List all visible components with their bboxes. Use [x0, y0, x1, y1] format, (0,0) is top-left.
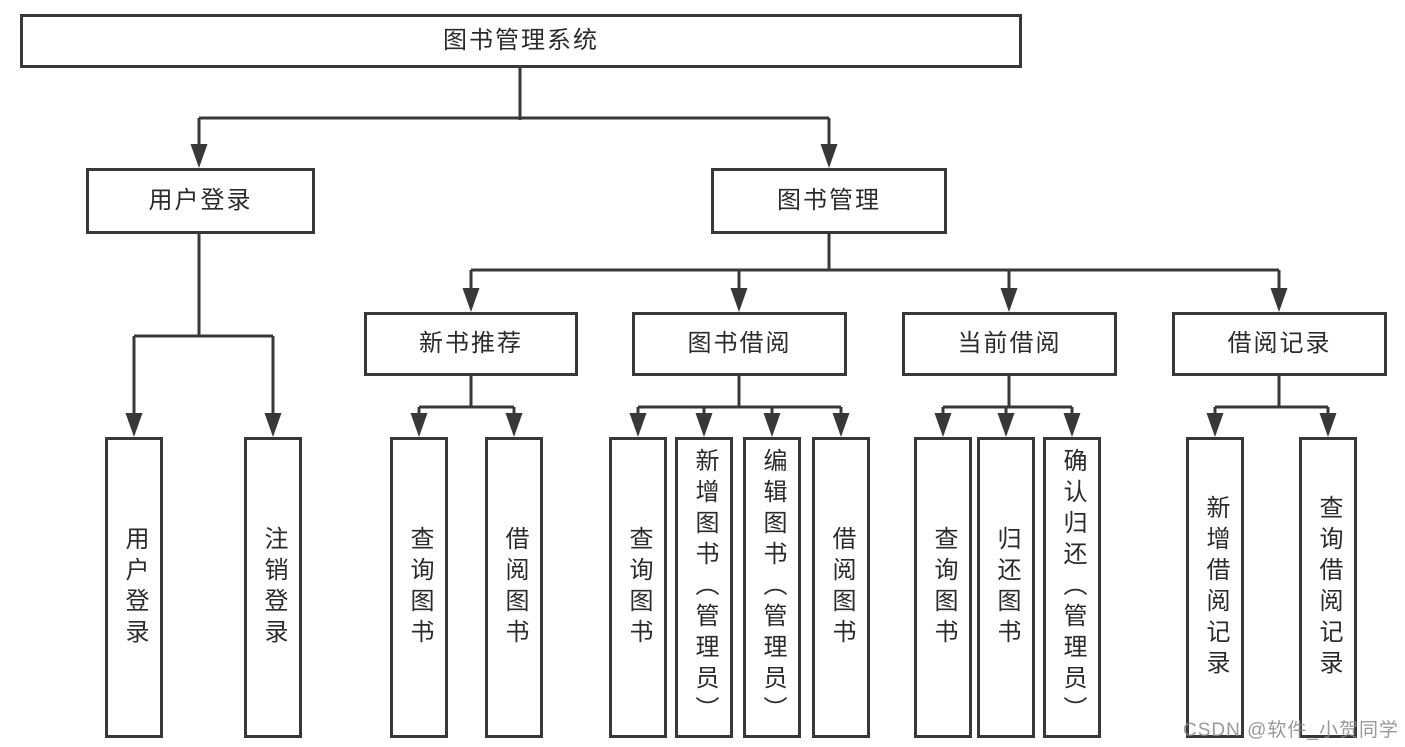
- arrowhead-icon: [125, 413, 143, 437]
- arrowhead-icon: [730, 288, 748, 312]
- arrowhead-icon: [1319, 413, 1337, 437]
- node-user-login: 用户登录: [86, 168, 315, 234]
- node-new-book-recommendation: 新书推荐: [364, 312, 578, 376]
- csdn-watermark: CSDN @软件_小贺同学: [1183, 720, 1399, 741]
- leaf-query-books-borrowing: 查询图书: [609, 437, 667, 738]
- node-book-borrowing: 图书借阅: [632, 312, 847, 376]
- arrowhead-icon: [832, 413, 850, 437]
- arrowhead-icon: [190, 144, 208, 168]
- leaf-query-books-current: 查询图书: [914, 437, 972, 738]
- node-book-management: 图书管理: [711, 168, 947, 234]
- connector-lines-path: [132, 67, 1330, 416]
- arrowhead-icon: [695, 413, 713, 437]
- leaf-confirm-return-admin: 确认归还（管理员）: [1043, 437, 1101, 738]
- node-borrowing-records: 借阅记录: [1172, 312, 1387, 376]
- arrowheads-group: [125, 144, 1337, 437]
- arrowhead-icon: [264, 413, 282, 437]
- arrowhead-icon: [1000, 288, 1018, 312]
- leaf-query-borrow-record: 查询借阅记录: [1299, 437, 1357, 738]
- leaf-logout: 注销登录: [244, 437, 302, 738]
- arrowhead-icon: [820, 144, 838, 168]
- arrowhead-icon: [934, 413, 952, 437]
- leaf-borrow-books-borrowing: 借阅图书: [812, 437, 870, 738]
- leaf-return-books: 归还图书: [977, 437, 1035, 738]
- arrowhead-icon: [505, 413, 523, 437]
- leaf-borrow-books-recommend: 借阅图书: [485, 437, 543, 738]
- arrowhead-icon: [763, 413, 781, 437]
- leaf-add-books-admin: 新增图书（管理员）: [675, 437, 733, 738]
- node-current-borrowing: 当前借阅: [902, 312, 1117, 376]
- arrowhead-icon: [997, 413, 1015, 437]
- arrowhead-icon: [462, 288, 480, 312]
- node-library-system: 图书管理系统: [20, 14, 1022, 68]
- leaf-edit-books-admin: 编辑图书（管理员）: [743, 437, 801, 738]
- arrowhead-icon: [410, 413, 428, 437]
- leaf-user-login: 用户登录: [105, 437, 163, 738]
- arrowhead-icon: [1206, 413, 1224, 437]
- arrowhead-icon: [1270, 288, 1288, 312]
- arrowhead-icon: [629, 413, 647, 437]
- leaf-query-books-recommend: 查询图书: [390, 437, 448, 738]
- leaf-add-borrow-record: 新增借阅记录: [1186, 437, 1244, 738]
- arrowhead-icon: [1063, 413, 1081, 437]
